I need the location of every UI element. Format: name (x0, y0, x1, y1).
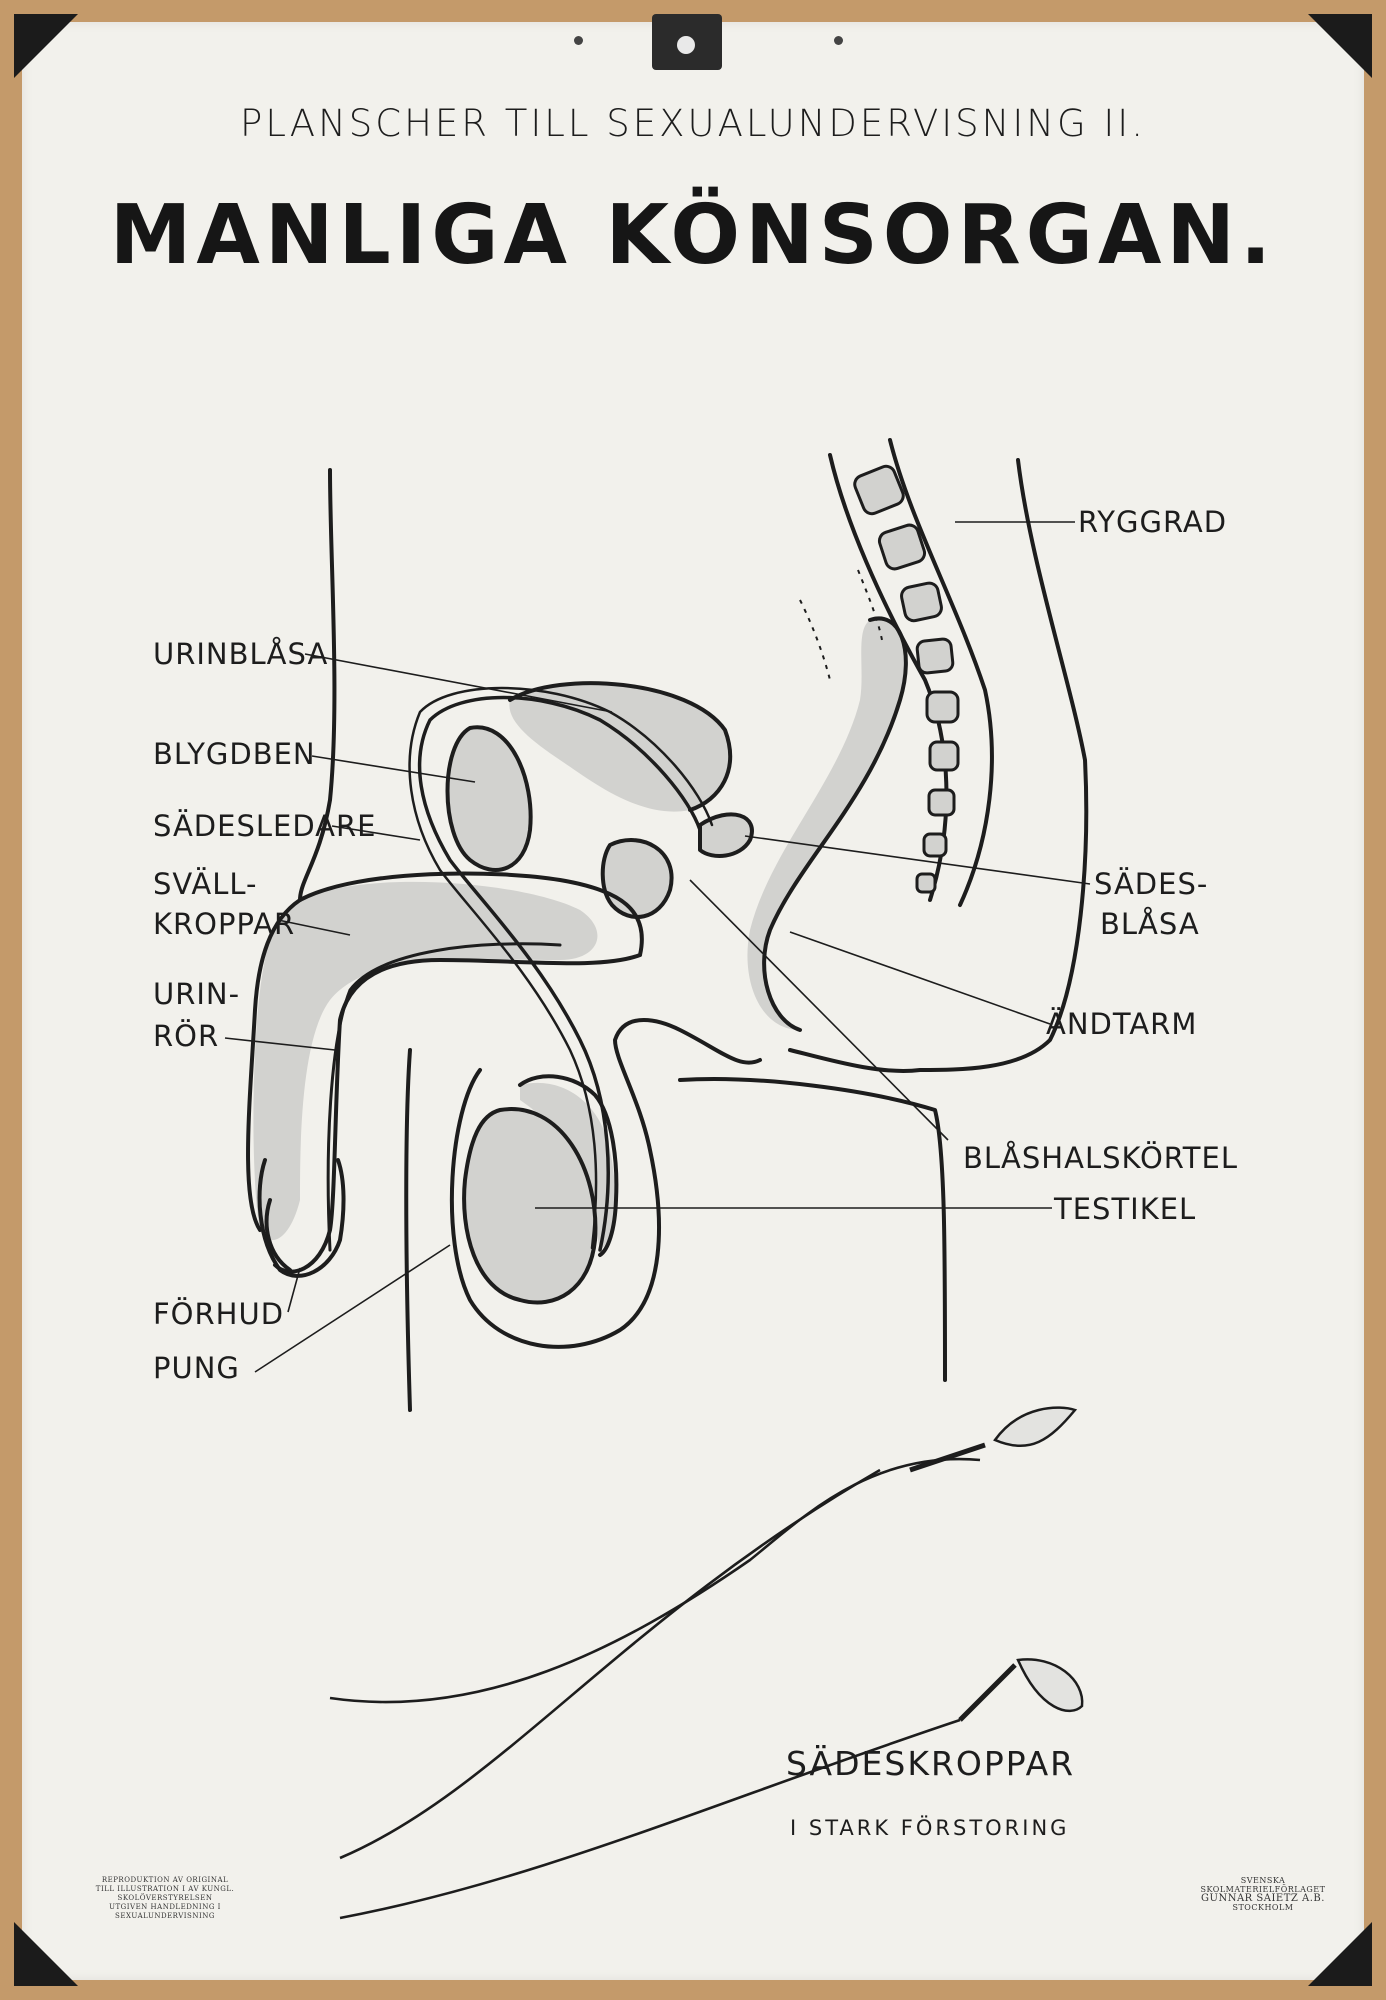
vertebra (915, 872, 937, 894)
urethra-line (326, 942, 562, 1252)
footer-right: SVENSKA SKOLMATERIELFÖRLAGET GUNNAR SAIE… (1188, 1876, 1338, 1912)
organ-fills (253, 618, 906, 1303)
testicle-outline (462, 1107, 598, 1305)
pubic-bone-outline (445, 725, 533, 872)
label-svall-1: SVÄLL- (153, 867, 258, 901)
footer-right-line: SVENSKA SKOLMATERIELFÖRLAGET (1200, 1876, 1326, 1894)
label-urinror-1: URIN- (153, 977, 241, 1011)
corner-protector-bottom-right (1308, 1922, 1372, 1986)
poster-sheet (22, 22, 1364, 1980)
vertebra (928, 740, 960, 772)
label-testikel: TESTIKEL (1054, 1192, 1197, 1226)
outline-strokes (246, 438, 1089, 1412)
dashed-guides (799, 569, 883, 681)
prostate-outline (600, 838, 674, 919)
vertebra (900, 581, 943, 623)
front-contour (298, 468, 337, 902)
label-forhud: FÖRHUD (153, 1297, 285, 1331)
hanging-hole-left (574, 36, 583, 45)
corner-protector-top-right (1308, 14, 1372, 78)
vertebra (922, 832, 948, 858)
sperm-cell-2 (329, 1457, 1084, 1920)
label-sadesblasa-2: BLÅSA (1100, 907, 1200, 941)
label-andtarm: ÄNDTARM (1046, 1007, 1198, 1041)
vertebra (927, 788, 956, 817)
foreskin-outline (264, 1198, 292, 1272)
pubic-bone-shape (447, 727, 531, 870)
caption-title: SÄDESKROPPAR (786, 1744, 1076, 1783)
corner-protector-top-left (14, 14, 78, 78)
label-sadesledare: SÄDESLEDARE (153, 809, 377, 843)
label-blashalskortel: BLÅSHALSKÖRTEL (963, 1141, 1238, 1175)
testicle-shape (464, 1109, 596, 1303)
caption-subtitle: I STARK FÖRSTORING (790, 1816, 1070, 1840)
rectum-shape (747, 618, 906, 1030)
bladder-shape (509, 683, 731, 812)
label-sadesblasa-1: SÄDES- (1094, 867, 1209, 901)
hanger-clip-icon (652, 14, 722, 70)
vertebra (877, 523, 927, 571)
epididymis-outline (518, 1074, 619, 1257)
scrotum-outline (449, 1018, 762, 1349)
label-urinror-2: RÖR (153, 1019, 220, 1053)
hanging-hole-right (834, 36, 843, 45)
spine-line-back (888, 438, 994, 907)
seminal-vesicle-outline (698, 812, 754, 858)
footer-left: REPRODUKTION AV ORIGINAL TILL ILLUSTRATI… (60, 1876, 270, 1921)
bladder-outline (508, 681, 732, 812)
leader-lines (224, 521, 1091, 1373)
label-svall-2: KROPPAR (153, 907, 296, 941)
leg-contour (404, 1048, 412, 1412)
footer-left-line: UTGIVEN HANDLEDNING I SEXUALUNDERVISNING (109, 1903, 221, 1920)
vertebra (915, 637, 955, 675)
vertebra (853, 464, 905, 516)
glans-outline (257, 1158, 346, 1278)
label-blygdben: BLYGDBEN (153, 737, 316, 771)
sperm-cell-1 (339, 1406, 1078, 1860)
label-ryggrad: RYGGRAD (1078, 505, 1228, 539)
vertebrae (853, 464, 960, 894)
page-title: MANLIGA KÖNSORGAN. (109, 188, 1277, 283)
vertebra (925, 690, 960, 724)
footer-left-line: TILL ILLUSTRATION I AV KUNGL. SKOLÖVERST… (95, 1885, 235, 1902)
shaft-shape (253, 881, 598, 1240)
vas-deferens-line (417, 695, 702, 1252)
footer-right-line: GUNNAR SAIETZ A.B. (1201, 1893, 1325, 1904)
label-pung: PUNG (153, 1351, 240, 1385)
corner-protector-bottom-left (14, 1922, 78, 1986)
footer-left-line: REPRODUKTION AV ORIGINAL (101, 1876, 229, 1884)
spine-line (828, 453, 949, 902)
back-contour (678, 458, 1089, 1382)
vas-deferens-inner (408, 686, 714, 1250)
footer-right-line: STOCKHOLM (1232, 1903, 1294, 1912)
label-urinblasa: URINBLÅSA (153, 637, 329, 671)
series-title: PLANSCHER TILL SEXUALUNDERVISNING II. (240, 102, 1146, 145)
